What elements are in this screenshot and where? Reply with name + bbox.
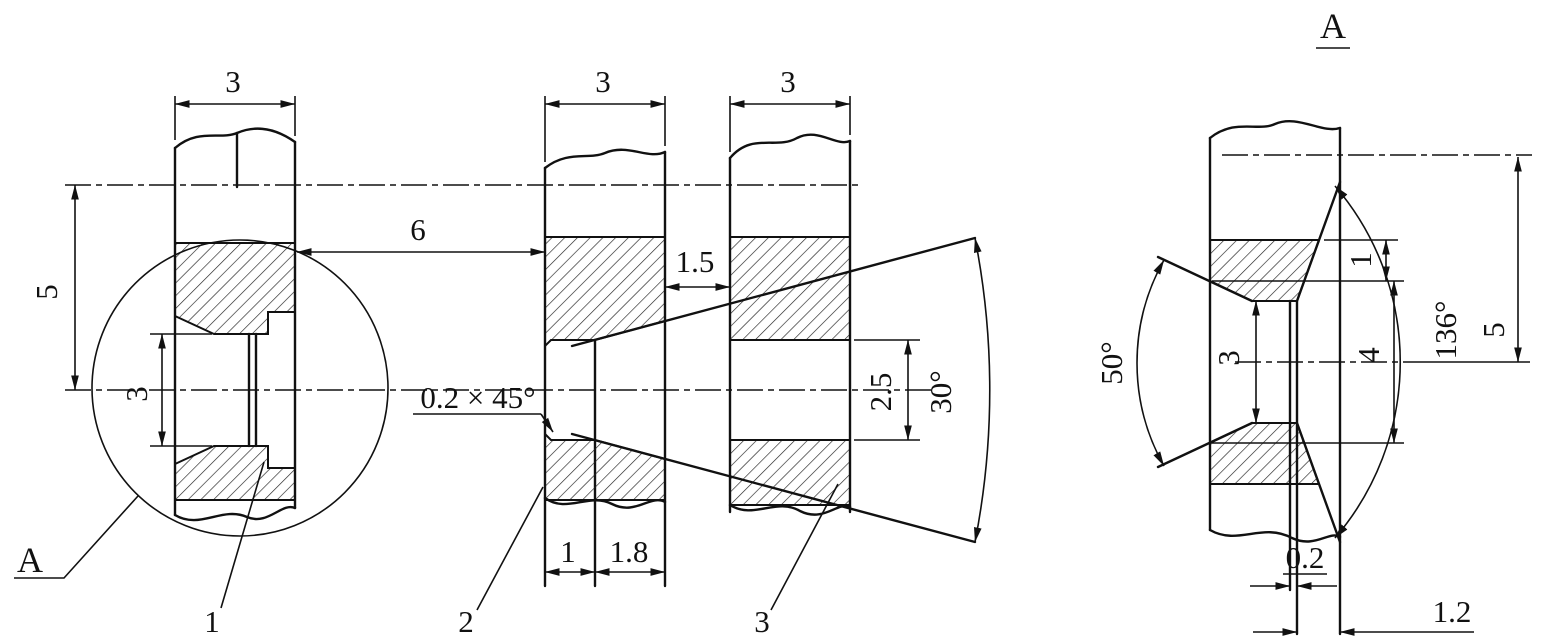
plate3-top-break-line [728, 133, 852, 160]
detail-section-hatch-upper [1209, 239, 1321, 302]
dim-flare-angle-label: 136° [1428, 301, 1463, 360]
dim-countersink-angle-label: 50° [1094, 341, 1129, 384]
plate1-bottom-break-line [173, 505, 297, 522]
dim-detail-hole-label: 3 [1211, 350, 1246, 366]
dim-cone-angle-label: 30° [923, 370, 958, 413]
plate2-top-break-line [543, 148, 667, 170]
countersink-lower-surface-line [1156, 421, 1254, 469]
part2-leader-line [476, 486, 544, 611]
plate2-section-hatch-upper [544, 236, 666, 349]
dim-arc-cone-angle [974, 237, 991, 543]
dim-end-gap-label: 0.2 [1286, 540, 1325, 575]
countersink-upper-surface-line [1156, 255, 1254, 303]
dim-arc-countersink-angle [1136, 259, 1165, 467]
dim-plate1-width-label: 3 [225, 64, 241, 99]
dim-plate3-width-label: 3 [780, 64, 796, 99]
left-view-plate1: 3 5 3 A 1 [14, 64, 389, 639]
dim-hole-diameter-label: 3 [119, 386, 154, 402]
right-view-detail-a: A 50° 136° 3 1 4 5 [1094, 6, 1530, 636]
detail-a-leader-label: A [17, 540, 43, 580]
dim-counterbore-depth-label: 1 [560, 534, 576, 569]
dim-flare-width-label: 1.2 [1433, 594, 1472, 629]
dim-spacing-label: 6 [410, 212, 426, 247]
plate1-section-hatch-lower [174, 445, 296, 501]
part1-leader-line [220, 461, 265, 609]
middle-view-joint: 30° 3 3 6 1.5 0.2 × 45° 2.5 1 1.8 2 [296, 64, 991, 639]
part2-number-label: 2 [458, 604, 474, 639]
dim-plate-gap-label: 1.5 [676, 244, 715, 279]
part3-number-label: 3 [754, 604, 770, 639]
dim-hole-25-label: 2.5 [863, 373, 898, 412]
flare-cone-upper-line [570, 236, 977, 348]
detail-a-title: A [1320, 6, 1346, 46]
detail-a-boundary-circle [91, 239, 389, 537]
dim-chamfer-label: 0.2 × 45° [420, 380, 535, 415]
dim-arc-flare-angle [1334, 185, 1401, 539]
dim-cone-depth-label: 1.8 [610, 534, 649, 569]
flare-cone-lower-line [570, 432, 977, 544]
chamfer-leader-arrow [540, 413, 554, 433]
dim-head-height-label: 1 [1343, 252, 1378, 268]
detail-top-break-line [1208, 119, 1342, 140]
dim-countersink-diameter-label: 4 [1351, 347, 1386, 363]
dim-detail-edge-distance-label: 5 [1476, 322, 1511, 338]
plate2-bottom-break-line [543, 496, 667, 509]
detail-a-leader-line [14, 495, 139, 579]
plate3-section-hatch-lower [729, 439, 851, 506]
part3-leader-line [770, 483, 839, 611]
centerlines [65, 154, 1532, 391]
detail-bottom-break-line [1208, 528, 1342, 543]
dim-edge-distance-label: 5 [29, 284, 64, 300]
part1-number-label: 1 [204, 604, 220, 639]
detail-section-hatch-lower [1209, 422, 1321, 485]
plate3-bottom-break-line [728, 503, 852, 516]
plate1-section-hatch-upper [174, 242, 296, 335]
dim-plate2-width-label: 3 [595, 64, 611, 99]
plate1-top-break-line [173, 127, 297, 150]
